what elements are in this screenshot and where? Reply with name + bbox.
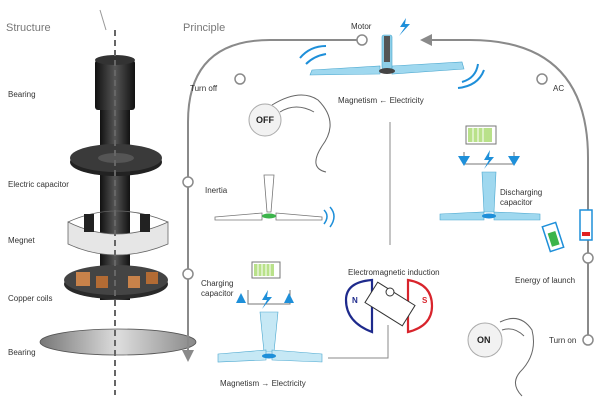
label-discharging-capacitor: Discharging capacitor	[500, 188, 543, 207]
caption-electromagnetic-induction: Electromagnetic induction	[348, 268, 440, 277]
node-turn-on	[582, 334, 594, 346]
inertia-fan	[214, 174, 335, 228]
node-energy	[582, 252, 594, 264]
caption-magnetism-electricity-top: Magnetism ← Electricity	[338, 96, 424, 105]
top-fan	[299, 18, 485, 89]
arrow-head-down	[182, 350, 194, 362]
on-switch	[467, 317, 534, 397]
principle-title: Principle	[183, 22, 226, 34]
label-turn-on: Turn on	[549, 336, 577, 345]
switch-on-text: ON	[477, 335, 491, 345]
structure-title: Structure	[6, 22, 51, 34]
part-label-bearing-bottom: Bearing	[8, 348, 36, 357]
switch-off-text: OFF	[256, 115, 274, 125]
part-label-bearing-top: Bearing	[8, 90, 36, 99]
electromagnetic-induction	[344, 278, 434, 334]
pole-south: S	[422, 296, 428, 305]
node-charging	[182, 268, 194, 280]
label-energy-of-launch: Energy of launch	[515, 276, 576, 285]
label-inertia: Inertia	[205, 186, 228, 195]
ac-batteries	[541, 209, 593, 253]
part-label-magnet: Megnet	[8, 236, 35, 245]
part-label-copper-coils: Copper coils	[8, 294, 53, 303]
node-inertia	[182, 176, 194, 188]
node-motor	[356, 34, 368, 46]
charging-capacitor-assembly	[217, 261, 323, 363]
arrow-head-left	[420, 34, 432, 46]
flow-arrows	[187, 39, 589, 359]
bolt-icon	[399, 18, 410, 36]
part-label-electric-capacitor: Electric capacitor	[8, 180, 69, 189]
label-motor: Motor	[351, 22, 372, 31]
exploded-fan-structure	[39, 9, 197, 395]
pole-north: N	[352, 296, 358, 305]
node-turn-off	[234, 73, 246, 85]
off-switch	[248, 94, 331, 173]
label-turn-off: Turn off	[190, 84, 218, 93]
label-charging-capacitor: Charging capacitor	[201, 279, 234, 298]
label-ac: AC	[553, 84, 565, 93]
caption-magnetism-electricity-bottom: Magnetism → Electricity	[220, 379, 306, 388]
discharging-capacitor-assembly	[439, 125, 541, 221]
node-ac	[536, 73, 548, 85]
